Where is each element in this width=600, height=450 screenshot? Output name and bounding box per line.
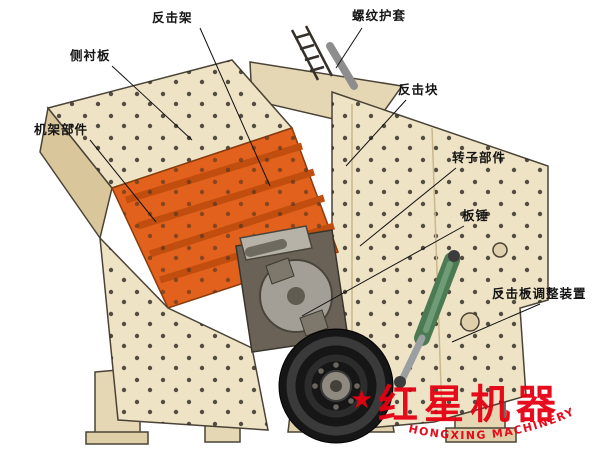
label-threaded-sleeve: 螺纹护套: [352, 8, 407, 23]
lower-left-panel: [99, 235, 269, 431]
label-rotor-component: 转子部件: [452, 150, 507, 165]
rotor-assembly: [239, 225, 333, 337]
label-impact-block: 反击块: [398, 82, 439, 97]
blow-bar-shape: [265, 257, 295, 285]
callout-line-plate-adjuster: [451, 303, 541, 343]
label-frame-component: 机架部件: [34, 122, 89, 137]
callout-lines: [89, 27, 541, 343]
label-impact-plate-adjuster: 反击板调整装置: [492, 286, 587, 301]
top-ladder-bracket: [290, 25, 334, 81]
right-housing: [331, 90, 549, 431]
flywheel: [278, 328, 394, 444]
adjustment-cylinder: [394, 250, 460, 388]
callout-line-frame-component: [89, 139, 157, 223]
callout-line-side-liner: [111, 65, 193, 141]
brand-watermark: ★ 红星机器 HONGXING MACHINERY: [350, 382, 575, 442]
callout-line-impact-block: [345, 99, 407, 167]
label-impact-frame: 反击架: [152, 10, 193, 25]
star-icon: ★: [350, 385, 373, 415]
threaded-sleeve-rod: [326, 42, 358, 90]
brand-name: 红星机器: [378, 382, 562, 428]
label-blow-bar: 板锤: [462, 208, 490, 223]
blow-bar-shape: [299, 309, 329, 337]
label-side-liner-plate: 侧衬板: [70, 48, 111, 63]
callout-line-blow-bar: [301, 225, 465, 317]
callout-line-threaded-sleeve: [335, 27, 363, 69]
callout-line-rotor-component: [359, 167, 457, 247]
callout-line-impact-frame: [199, 27, 271, 187]
